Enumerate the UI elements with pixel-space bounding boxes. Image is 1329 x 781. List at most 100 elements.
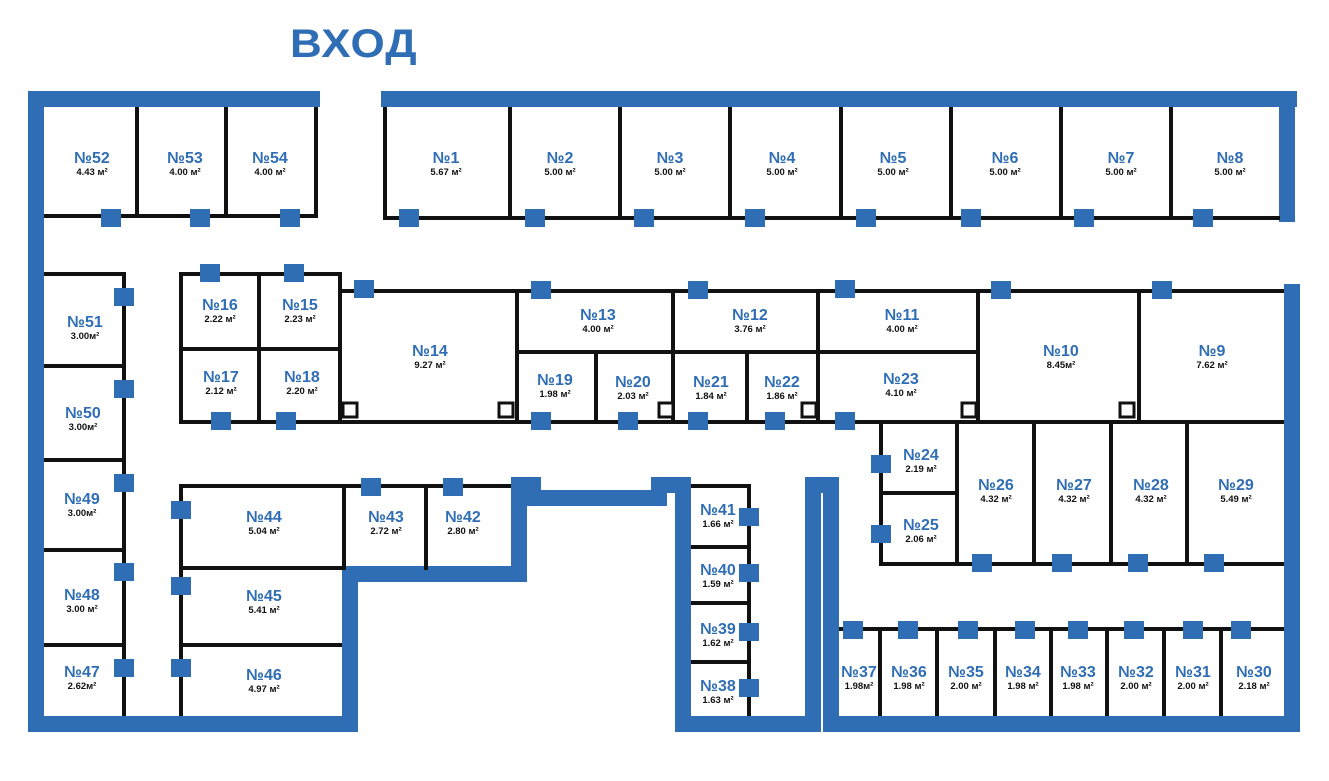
inner-wall-60	[1219, 627, 1223, 716]
room-area: 5.00 м²	[877, 167, 908, 178]
door-42	[871, 525, 891, 543]
inner-wall-49	[955, 420, 959, 566]
door-37	[739, 508, 759, 526]
inner-wall-32	[816, 289, 820, 422]
room-number: №2	[547, 150, 574, 167]
inner-wall-53	[839, 627, 1284, 631]
door-41	[871, 455, 891, 473]
room-area: 5.49 м²	[1220, 494, 1251, 505]
room-number: №11	[885, 307, 920, 324]
door-18	[991, 281, 1011, 299]
door-50	[1015, 621, 1035, 639]
room-area: 5.00 м²	[654, 167, 685, 178]
inner-wall-7	[508, 107, 512, 219]
room-area: 1.86 м²	[766, 391, 797, 402]
door-31	[835, 412, 855, 430]
room-number: №5	[880, 150, 907, 167]
room-area: 2.06 м²	[905, 534, 936, 545]
inner-wall-30	[671, 289, 675, 422]
inner-wall-17	[44, 458, 126, 462]
door-13	[284, 264, 304, 282]
inner-wall-4	[314, 107, 318, 218]
room-number: №36	[891, 664, 927, 681]
room-area: 2.18 м²	[1238, 681, 1269, 692]
room-area: 1.63 м²	[702, 695, 733, 706]
room-area: 4.00 м²	[886, 324, 917, 335]
room-area: 1.84 м²	[695, 391, 726, 402]
room-number: №19	[537, 372, 573, 389]
room-number: №54	[252, 150, 288, 167]
inner-wall-10	[839, 107, 843, 219]
entrance-title: ВХОД	[290, 22, 418, 66]
outer-wall-8	[527, 490, 664, 506]
room-area: 1.98 м²	[1007, 681, 1038, 692]
inner-wall-8	[618, 107, 622, 219]
door-36	[171, 659, 191, 677]
doors	[101, 209, 1251, 697]
room-area: 1.98м²	[845, 681, 874, 692]
inner-wall-38	[179, 643, 342, 647]
inner-wall-11	[949, 107, 953, 219]
inner-wall-31	[745, 350, 749, 422]
inner-wall-42	[747, 484, 751, 716]
room-1: №15.67 м²	[430, 150, 461, 178]
door-46	[1204, 554, 1224, 572]
inner-wall-16	[44, 364, 126, 368]
room-number: №41	[700, 502, 736, 519]
room-area: 2.19 м²	[905, 464, 936, 475]
door-10	[1074, 209, 1094, 227]
room-number: №14	[412, 343, 448, 360]
room-area: 1.98 м²	[893, 681, 924, 692]
room-area: 4.10 м²	[885, 388, 916, 399]
room-number: №9	[1199, 343, 1226, 360]
door-35	[171, 577, 191, 595]
outer-wall-6	[511, 477, 527, 582]
door-4	[399, 209, 419, 227]
door-47	[843, 621, 863, 639]
room-area: 3.76 м²	[734, 324, 765, 335]
inner-wall-58	[1105, 627, 1109, 716]
room-area: 5.00 м²	[1105, 167, 1136, 178]
inner-wall-39	[342, 484, 346, 570]
room-area: 5.00 м²	[544, 167, 575, 178]
door-15	[531, 281, 551, 299]
door-48	[898, 621, 918, 639]
room-number: №16	[202, 297, 238, 314]
utility-niche-4	[800, 401, 818, 419]
door-40	[739, 679, 759, 697]
room-number: №13	[580, 307, 616, 324]
walls	[28, 91, 1300, 732]
room-number: №37	[841, 664, 877, 681]
outer-wall-18	[381, 91, 1297, 107]
door-19	[1152, 281, 1172, 299]
room-number: №26	[978, 477, 1014, 494]
room-4: №45.00 м²	[766, 150, 797, 178]
room-number: №6	[992, 150, 1019, 167]
inner-wall-3	[224, 107, 228, 218]
room-number: №27	[1056, 477, 1092, 494]
room-number: №30	[1236, 664, 1272, 681]
room-area: 2.62м²	[68, 681, 97, 692]
room-area: 3.00 м²	[66, 604, 97, 615]
door-52	[1124, 621, 1144, 639]
inner-wall-14	[44, 272, 126, 276]
room-area: 2.03 м²	[617, 391, 648, 402]
